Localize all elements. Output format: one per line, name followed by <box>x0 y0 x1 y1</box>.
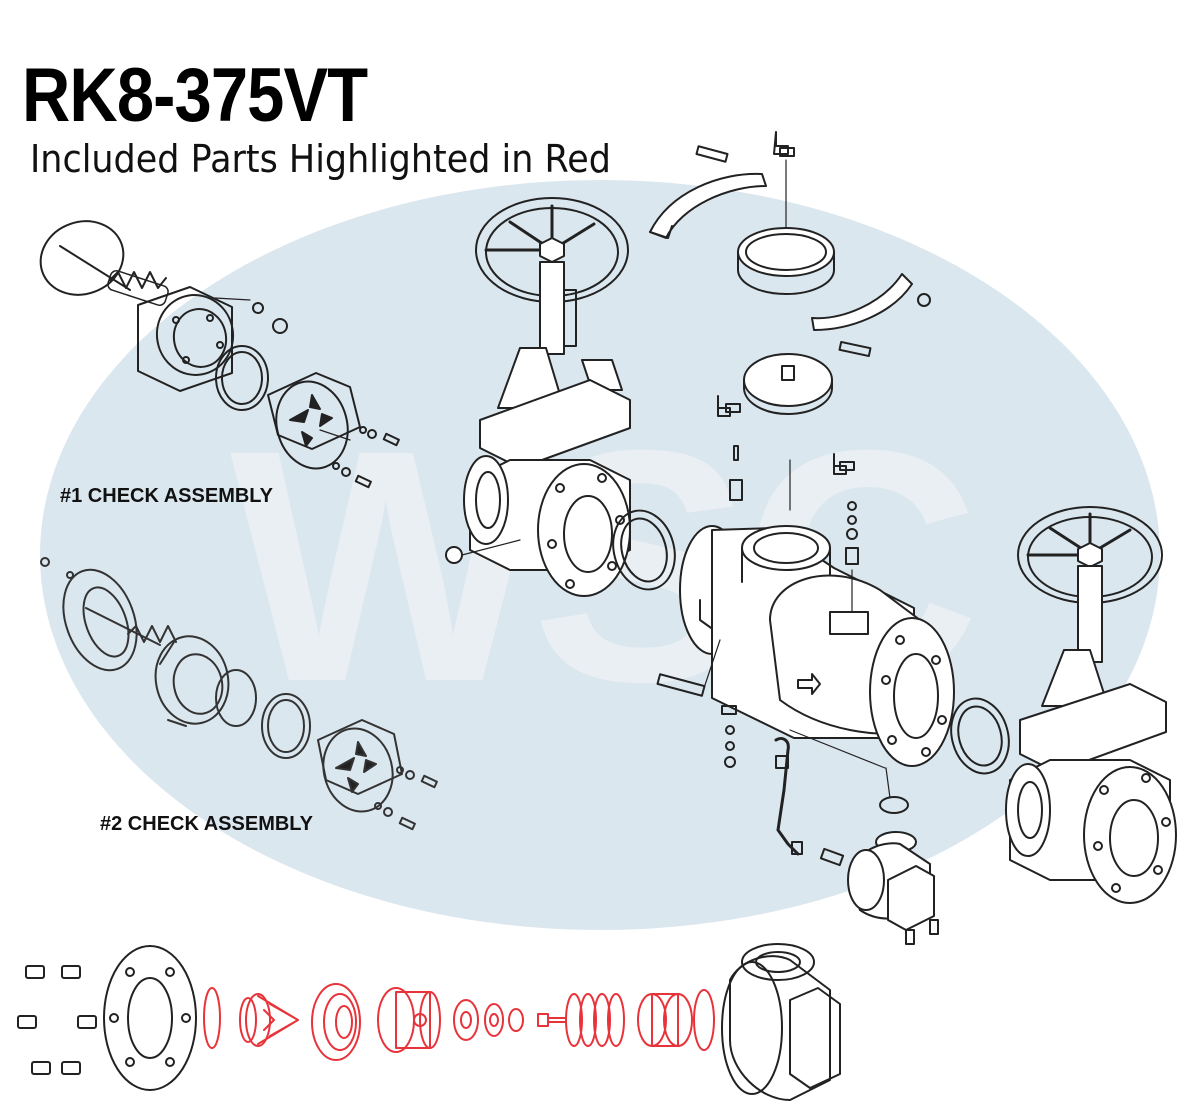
washer <box>252 302 264 314</box>
outlet-flange <box>869 617 955 767</box>
o-ring <box>693 989 715 1051</box>
bolt <box>838 340 872 358</box>
relief-kit-exploded <box>17 943 841 1101</box>
spring <box>565 993 625 1047</box>
clamp-half <box>649 172 767 239</box>
flange <box>1005 763 1051 857</box>
bonnet <box>479 379 631 469</box>
check-assembly-2 <box>40 557 438 831</box>
relief-valve-assembly <box>774 736 939 945</box>
flange-gasket <box>612 509 676 591</box>
page-title: RK8-375VT <box>22 53 368 138</box>
o-ring <box>39 220 125 296</box>
stem <box>539 261 565 355</box>
o-ring <box>879 796 909 814</box>
screw <box>537 1013 567 1027</box>
piston <box>377 987 441 1053</box>
top-clamp-assembly <box>649 131 931 511</box>
spring <box>127 625 177 643</box>
cover-ring <box>737 227 835 277</box>
spring-guide <box>637 993 693 1047</box>
clamp-half <box>811 273 913 331</box>
o-ring <box>215 345 269 411</box>
check-assembly-1-label: #1 CHECK ASSEMBLY <box>60 485 274 507</box>
check-assembly-1 <box>39 220 400 489</box>
test-cock <box>773 131 795 157</box>
flange <box>463 455 509 545</box>
washer <box>453 999 479 1041</box>
gate-valve-left <box>445 197 631 597</box>
relief-cover-flange <box>103 945 197 1091</box>
spring <box>107 270 169 306</box>
bolt <box>656 673 706 697</box>
flange <box>1083 766 1177 904</box>
seat-disc <box>239 993 299 1047</box>
o-ring <box>215 669 257 727</box>
nut <box>508 1008 524 1032</box>
flange-ring <box>62 568 138 672</box>
check-module <box>267 372 361 470</box>
gate-valve-right <box>1005 506 1177 904</box>
main-valve-body <box>656 525 955 799</box>
bolt <box>695 145 729 163</box>
check-assembly-2-label: #2 CHECK ASSEMBLY <box>100 813 314 835</box>
included-parts <box>203 983 715 1061</box>
screws <box>17 965 97 1075</box>
flange-gasket <box>950 697 1010 775</box>
test-cock-right <box>833 453 859 613</box>
nut <box>272 318 288 334</box>
diaphragm <box>311 983 361 1061</box>
stem <box>1077 565 1103 663</box>
sensing-line <box>774 736 800 856</box>
check-module <box>317 719 403 813</box>
washer <box>484 1003 504 1037</box>
o-ring <box>261 693 311 759</box>
page-subtitle: Included Parts Highlighted in Red <box>30 137 611 181</box>
o-ring <box>203 987 221 1049</box>
flange <box>537 463 631 597</box>
relief-body <box>721 943 841 1101</box>
check-cover <box>137 286 235 392</box>
bonnet <box>1019 683 1167 773</box>
